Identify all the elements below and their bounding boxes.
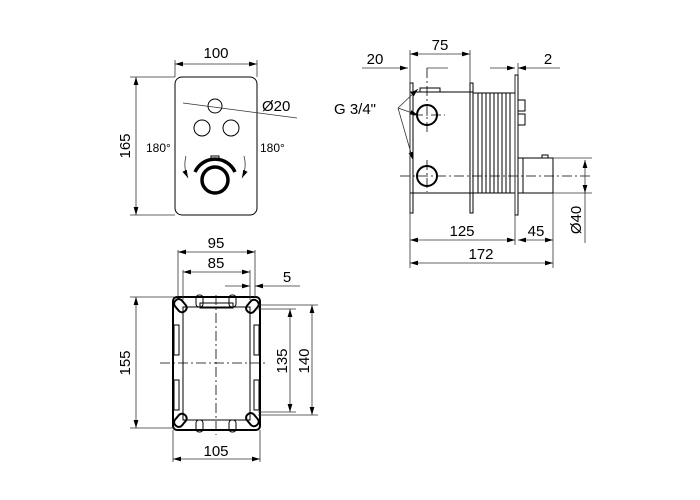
dim-width-label: 100 bbox=[203, 45, 228, 62]
dim-inner-width-label: 85 bbox=[208, 255, 225, 272]
mounting-frame bbox=[172, 296, 261, 431]
ribbed-extension bbox=[472, 92, 516, 194]
dim-spindle-length-label: 45 bbox=[528, 223, 545, 240]
thermostat-knob bbox=[200, 165, 230, 195]
dim-flange-offset-label: 20 bbox=[367, 51, 384, 68]
dim-outer-width-label: 95 bbox=[208, 235, 225, 252]
cover-plate bbox=[174, 76, 258, 216]
dim-mid-height-label: 140 bbox=[296, 348, 313, 373]
frame-opening bbox=[182, 306, 251, 421]
front-view: 100 165 Ø20 180° 180° bbox=[117, 45, 298, 216]
rotation-right-arrow bbox=[241, 155, 248, 179]
dim-plate-thickness-label: 2 bbox=[544, 51, 552, 68]
button-diameter-label: Ø20 bbox=[262, 98, 290, 115]
button-left bbox=[193, 119, 211, 137]
dim-height-label: 165 bbox=[117, 133, 134, 158]
dim-inner-height-label: 135 bbox=[274, 348, 291, 373]
spindle bbox=[522, 157, 554, 194]
dim-wall-label: 5 bbox=[283, 269, 291, 286]
mounting-plate bbox=[514, 74, 519, 216]
rotation-left-label: 180° bbox=[146, 141, 171, 155]
dim-spindle-diameter-label: Ø40 bbox=[568, 206, 585, 234]
knob-marker bbox=[210, 155, 220, 161]
dim-outer-height-label: 155 bbox=[117, 350, 134, 375]
side-view: G 3/4" 75 20 2 125 45 172 Ø40 bbox=[334, 37, 592, 268]
button-right bbox=[222, 119, 240, 137]
mounting-slots bbox=[173, 294, 260, 433]
dim-total-length-label: 172 bbox=[468, 246, 493, 263]
frame-view: 95 85 5 155 135 140 105 bbox=[117, 235, 318, 462]
button-top bbox=[207, 98, 223, 114]
dim-body-depth-label: 75 bbox=[432, 37, 449, 54]
dim-total-width-label: 105 bbox=[203, 443, 228, 460]
knob-arc bbox=[193, 157, 237, 173]
thread-label: G 3/4" bbox=[334, 101, 376, 118]
dim-body-length-label: 125 bbox=[449, 223, 474, 240]
rotation-left-arrow bbox=[182, 155, 189, 179]
rotation-right-label: 180° bbox=[260, 141, 285, 155]
